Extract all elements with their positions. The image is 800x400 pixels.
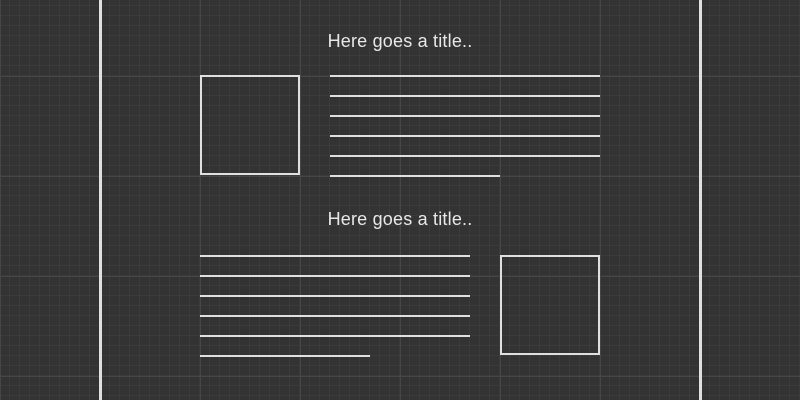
section2-text-line-2[interactable] <box>200 275 470 277</box>
section2-text-line-4[interactable] <box>200 315 470 317</box>
section1-text-line-6[interactable] <box>330 175 500 177</box>
section1-title[interactable]: Here goes a title.. <box>327 31 473 51</box>
section1-text-line-3[interactable] <box>330 115 600 117</box>
section1-text-line-1[interactable] <box>330 75 600 77</box>
page-border-left[interactable] <box>99 0 102 400</box>
section2-text-line-6[interactable] <box>200 355 370 357</box>
section1-text-line-4[interactable] <box>330 135 600 137</box>
section2-text-line-5[interactable] <box>200 335 470 337</box>
page-border-right[interactable] <box>699 0 702 400</box>
section2-text-line-3[interactable] <box>200 295 470 297</box>
section1-image-box[interactable] <box>200 75 300 175</box>
section2-image-box[interactable] <box>500 255 600 355</box>
section1-text-line-2[interactable] <box>330 95 600 97</box>
section1-text-line-5[interactable] <box>330 155 600 157</box>
section2-text-line-1[interactable] <box>200 255 470 257</box>
section2-title[interactable]: Here goes a title.. <box>327 209 473 229</box>
